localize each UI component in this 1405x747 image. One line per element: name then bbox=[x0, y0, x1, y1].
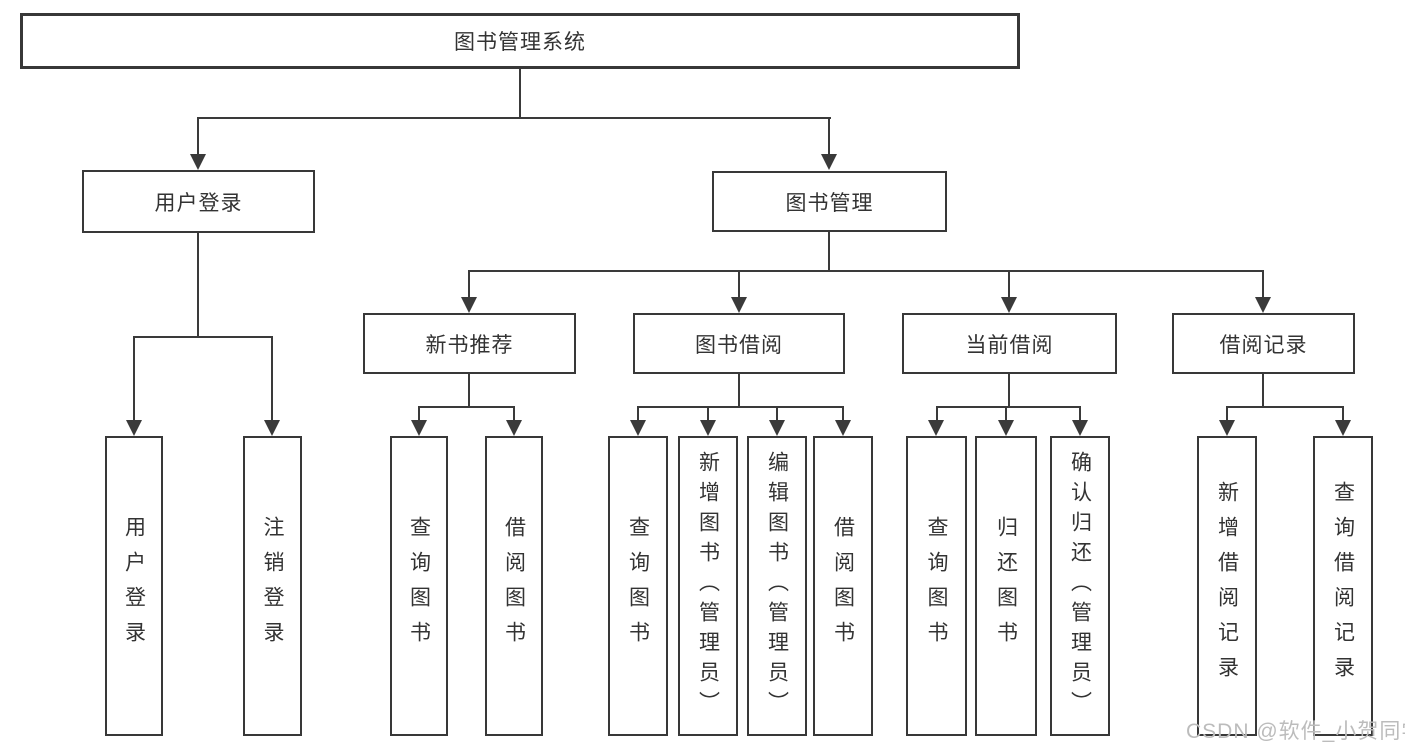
node-new-book-recommend: 新书推荐 bbox=[363, 313, 576, 374]
arrowhead-icon bbox=[700, 420, 716, 436]
connector-line bbox=[133, 336, 135, 422]
leaf-return-books-label: 归还图书 bbox=[994, 516, 1018, 656]
connector-line bbox=[513, 406, 515, 422]
arrowhead-icon bbox=[190, 154, 206, 170]
connector-line bbox=[1008, 374, 1010, 407]
connector-line bbox=[519, 69, 521, 118]
arrowhead-icon bbox=[731, 297, 747, 313]
connector-line bbox=[197, 117, 831, 119]
node-library-system: 图书管理系统 bbox=[20, 13, 1020, 69]
leaf-borrow-books-borrowing: 借阅图书 bbox=[813, 436, 873, 736]
node-user-login: 用户登录 bbox=[82, 170, 315, 233]
leaf-borrow-books-borrowing-label: 借阅图书 bbox=[831, 516, 855, 656]
connector-line bbox=[842, 406, 844, 422]
arrowhead-icon bbox=[630, 420, 646, 436]
connector-line bbox=[637, 406, 844, 408]
arrowhead-icon bbox=[411, 420, 427, 436]
connector-line bbox=[738, 270, 740, 299]
connector-line bbox=[271, 336, 273, 422]
arrowhead-icon bbox=[264, 420, 280, 436]
csdn-watermark: CSDN @软件_小贺同学 bbox=[1186, 720, 1405, 743]
leaf-query-books-current: 查询图书 bbox=[906, 436, 967, 736]
connector-line bbox=[936, 406, 938, 422]
connector-line bbox=[707, 406, 709, 422]
node-book-management: 图书管理 bbox=[712, 171, 947, 232]
connector-line bbox=[1008, 270, 1010, 299]
connector-line bbox=[133, 336, 273, 338]
leaf-user-login-label: 用户登录 bbox=[122, 516, 146, 656]
leaf-query-books-borrowing-label: 查询图书 bbox=[626, 516, 650, 656]
leaf-return-books: 归还图书 bbox=[975, 436, 1037, 736]
node-book-borrowing-label: 图书借阅 bbox=[695, 333, 783, 357]
arrowhead-icon bbox=[928, 420, 944, 436]
node-borrowing-records: 借阅记录 bbox=[1172, 313, 1355, 374]
arrowhead-icon bbox=[1219, 420, 1235, 436]
arrowhead-icon bbox=[1255, 297, 1271, 313]
node-current-borrowing: 当前借阅 bbox=[902, 313, 1117, 374]
leaf-query-books-recommend-label: 查询图书 bbox=[407, 516, 431, 656]
leaf-user-login: 用户登录 bbox=[105, 436, 163, 736]
node-new-book-recommend-label: 新书推荐 bbox=[425, 333, 514, 357]
connector-line bbox=[468, 270, 1264, 272]
connector-line bbox=[738, 374, 740, 407]
leaf-edit-book-admin-label: 编辑图书（管理员） bbox=[765, 451, 789, 721]
leaf-edit-book-admin: 编辑图书（管理员） bbox=[747, 436, 807, 736]
connector-line bbox=[637, 406, 639, 422]
connector-line bbox=[468, 270, 470, 299]
connector-line bbox=[1226, 406, 1228, 422]
arrowhead-icon bbox=[769, 420, 785, 436]
node-book-borrowing: 图书借阅 bbox=[633, 313, 845, 374]
arrowhead-icon bbox=[506, 420, 522, 436]
connector-line bbox=[1079, 406, 1081, 422]
arrowhead-icon bbox=[126, 420, 142, 436]
node-book-management-label: 图书管理 bbox=[785, 191, 874, 215]
arrowhead-icon bbox=[1072, 420, 1088, 436]
leaf-query-books-borrowing: 查询图书 bbox=[608, 436, 668, 736]
connector-line bbox=[197, 233, 199, 337]
arrowhead-icon bbox=[461, 297, 477, 313]
node-borrowing-records-label: 借阅记录 bbox=[1219, 333, 1308, 357]
leaf-logout-label: 注销登录 bbox=[261, 516, 284, 656]
leaf-query-borrow-record-label: 查询借阅记录 bbox=[1331, 481, 1355, 691]
leaf-borrow-books-recommend-label: 借阅图书 bbox=[502, 516, 526, 656]
leaf-confirm-return-admin: 确认归还（管理员） bbox=[1050, 436, 1110, 736]
connector-line bbox=[936, 406, 1081, 408]
arrowhead-icon bbox=[1335, 420, 1351, 436]
leaf-borrow-books-recommend: 借阅图书 bbox=[485, 436, 543, 736]
connector-line bbox=[1005, 406, 1007, 422]
leaf-add-book-admin: 新增图书（管理员） bbox=[678, 436, 738, 736]
leaf-query-books-recommend: 查询图书 bbox=[390, 436, 448, 736]
connector-line bbox=[418, 406, 420, 422]
connector-line bbox=[1262, 374, 1264, 407]
connector-line bbox=[828, 232, 830, 272]
arrowhead-icon bbox=[1001, 297, 1017, 313]
leaf-confirm-return-admin-label: 确认归还（管理员） bbox=[1068, 451, 1092, 721]
connector-line bbox=[828, 117, 830, 157]
arrowhead-icon bbox=[835, 420, 851, 436]
node-user-login-label: 用户登录 bbox=[154, 191, 243, 215]
leaf-query-borrow-record: 查询借阅记录 bbox=[1313, 436, 1373, 736]
node-current-borrowing-label: 当前借阅 bbox=[965, 333, 1054, 357]
connector-line bbox=[1342, 406, 1344, 422]
arrowhead-icon bbox=[998, 420, 1014, 436]
leaf-add-book-admin-label: 新增图书（管理员） bbox=[696, 451, 720, 721]
arrowhead-icon bbox=[821, 154, 837, 170]
leaf-logout: 注销登录 bbox=[243, 436, 302, 736]
node-library-system-label: 图书管理系统 bbox=[454, 31, 586, 54]
connector-line bbox=[1226, 406, 1344, 408]
leaf-add-borrow-record: 新增借阅记录 bbox=[1197, 436, 1257, 736]
connector-line bbox=[468, 374, 470, 407]
connector-line bbox=[1262, 270, 1264, 299]
connector-line bbox=[776, 406, 778, 422]
connector-line bbox=[418, 406, 515, 408]
leaf-query-books-current-label: 查询图书 bbox=[925, 516, 948, 656]
leaf-add-borrow-record-label: 新增借阅记录 bbox=[1215, 481, 1239, 691]
connector-line bbox=[197, 117, 199, 157]
